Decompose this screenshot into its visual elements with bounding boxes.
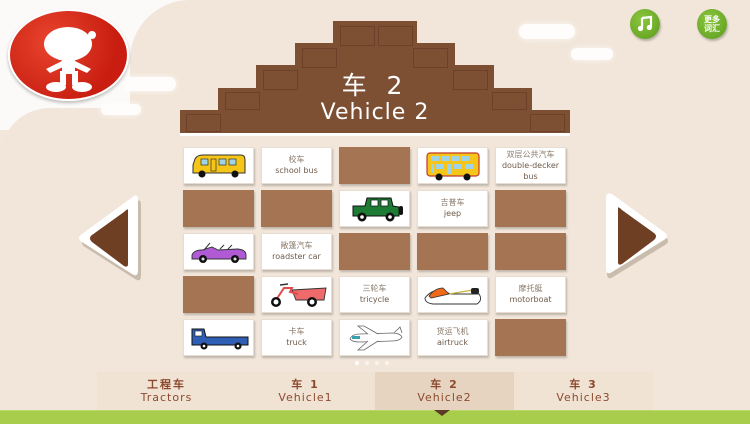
music-button[interactable] bbox=[630, 9, 660, 39]
airtruck-icon bbox=[349, 325, 402, 350]
tab-label-cn: 车 2 bbox=[430, 377, 459, 391]
cloud-decoration bbox=[124, 77, 176, 91]
tab-label-en: Vehicle2 bbox=[417, 390, 472, 404]
card-face-down[interactable] bbox=[339, 233, 410, 270]
card-school-bus-word[interactable]: 校车 school bus bbox=[261, 147, 332, 184]
tricycle-icon bbox=[270, 282, 327, 307]
card-word-cn: 三轮车 bbox=[362, 284, 387, 293]
card-face-down[interactable] bbox=[261, 190, 332, 227]
tab-label-en: Vehicle3 bbox=[556, 390, 611, 404]
card-word-en: roadster car bbox=[272, 252, 321, 261]
tab-label-cn: 工程车 bbox=[147, 377, 186, 391]
card-face-down[interactable] bbox=[417, 233, 488, 270]
card-word-en: double-decker bus bbox=[501, 160, 560, 181]
card-double-decker-bus-image[interactable] bbox=[417, 147, 488, 184]
roadster-car-icon bbox=[191, 242, 246, 263]
page-dot[interactable] bbox=[375, 361, 379, 365]
card-jeep-image[interactable] bbox=[339, 190, 410, 227]
card-word-cn: 敞篷汽车 bbox=[280, 241, 313, 250]
card-face-down[interactable] bbox=[495, 190, 566, 227]
card-face-down[interactable] bbox=[183, 190, 254, 227]
card-airtruck-image[interactable] bbox=[339, 319, 410, 356]
arrow-right-icon bbox=[606, 193, 668, 279]
card-tricycle-image[interactable] bbox=[261, 276, 332, 313]
card-word-cn: 摩托艇 bbox=[518, 284, 543, 293]
page-title-cn: 车 2 bbox=[341, 71, 409, 100]
more-words-line1: 更多 bbox=[704, 15, 720, 24]
page-indicator bbox=[355, 361, 389, 365]
card-airtruck-word[interactable]: 货运飞机 airtruck bbox=[417, 319, 488, 356]
truck-icon bbox=[191, 328, 248, 349]
tab-tractors[interactable]: 工程车 Tractors bbox=[97, 372, 236, 410]
tab-label-cn: 车 1 bbox=[291, 377, 320, 391]
previous-page-button[interactable] bbox=[78, 192, 142, 286]
card-roadster-car-image[interactable] bbox=[183, 233, 254, 270]
house-base-line bbox=[180, 133, 570, 136]
card-truck-word[interactable]: 卡车 truck bbox=[261, 319, 332, 356]
tab-vehicle1[interactable]: 车 1 Vehicle1 bbox=[236, 372, 375, 410]
more-words-button[interactable]: 更多 词汇 bbox=[697, 9, 727, 39]
card-school-bus-image[interactable] bbox=[183, 147, 254, 184]
card-word-en: tricycle bbox=[359, 295, 390, 304]
card-face-down[interactable] bbox=[495, 319, 566, 356]
card-word-cn: 吉普车 bbox=[440, 198, 465, 207]
cloud-decoration bbox=[519, 24, 575, 39]
page-dot[interactable] bbox=[385, 361, 389, 365]
tab-label-en: Tractors bbox=[140, 390, 193, 404]
tab-vehicle2[interactable]: 车 2 Vehicle2 bbox=[375, 372, 514, 410]
music-note-icon bbox=[637, 15, 653, 32]
card-motorboat-word[interactable]: 摩托艇 motorboat bbox=[495, 276, 566, 313]
bottom-green-bar bbox=[0, 410, 750, 424]
next-page-button[interactable] bbox=[604, 190, 674, 284]
more-words-line2: 词汇 bbox=[704, 24, 720, 33]
card-word-en: school bus bbox=[275, 166, 318, 175]
cloud-decoration bbox=[571, 48, 613, 60]
mascot-icon bbox=[44, 27, 96, 92]
double-decker-bus-icon bbox=[425, 151, 480, 180]
cloud-decoration bbox=[101, 104, 141, 115]
card-word-cn: 货运飞机 bbox=[436, 327, 469, 336]
card-face-down[interactable] bbox=[339, 147, 410, 184]
card-roadster-car-word[interactable]: 敞篷汽车 roadster car bbox=[261, 233, 332, 270]
card-face-down[interactable] bbox=[495, 233, 566, 270]
card-word-en: truck bbox=[286, 338, 307, 347]
card-word-en: jeep bbox=[443, 209, 462, 218]
card-word-cn: 卡车 bbox=[288, 327, 305, 336]
card-truck-image[interactable] bbox=[183, 319, 254, 356]
card-word-en: airtruck bbox=[437, 338, 468, 347]
page-dot-active[interactable] bbox=[355, 361, 359, 365]
page-title-en: Vehicle 2 bbox=[320, 100, 430, 125]
motorboat-icon bbox=[424, 287, 481, 304]
school-bus-icon bbox=[192, 154, 245, 177]
arrow-left-icon bbox=[79, 195, 141, 281]
active-tab-pointer-icon bbox=[434, 410, 450, 416]
jeep-icon bbox=[352, 197, 403, 221]
card-word-cn: 校车 bbox=[288, 155, 305, 164]
card-jeep-word[interactable]: 吉普车 jeep bbox=[417, 190, 488, 227]
card-word-en: motorboat bbox=[509, 295, 552, 304]
category-tab-bar: 工程车 Tractors 车 1 Vehicle1 车 2 Vehicle2 车… bbox=[97, 372, 653, 410]
tab-label-cn: 车 3 bbox=[569, 377, 598, 391]
tab-label-en: Vehicle1 bbox=[278, 390, 333, 404]
card-word-cn: 双层公共汽车 bbox=[506, 149, 555, 159]
card-face-down[interactable] bbox=[183, 276, 254, 313]
card-motorboat-image[interactable] bbox=[417, 276, 488, 313]
home-logo-button[interactable] bbox=[8, 9, 129, 101]
card-tricycle-word[interactable]: 三轮车 tricycle bbox=[339, 276, 410, 313]
card-double-decker-bus-word[interactable]: 双层公共汽车 double-decker bus bbox=[495, 147, 566, 184]
page-dot[interactable] bbox=[365, 361, 369, 365]
tab-vehicle3[interactable]: 车 3 Vehicle3 bbox=[514, 372, 653, 410]
